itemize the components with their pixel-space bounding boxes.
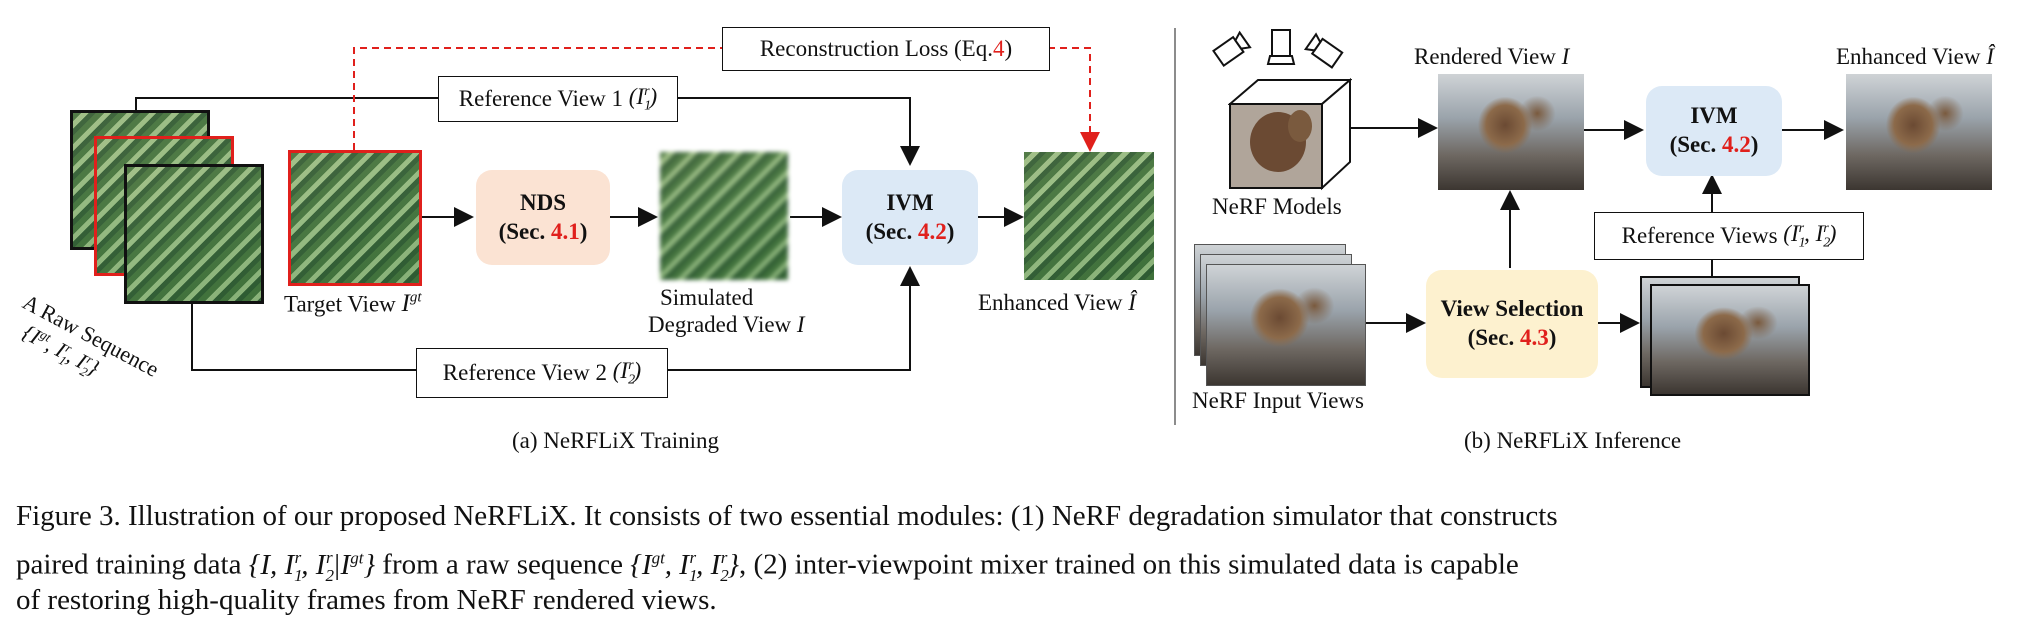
selected-ref-front — [1650, 284, 1810, 396]
reference-view-2-box: Reference View 2 (I2r) — [416, 348, 668, 398]
degraded-view-label-1: Simulated — [660, 285, 754, 310]
camera-icon — [1266, 29, 1296, 65]
reconstruction-loss-label: Reconstruction Loss (Eq. — [759, 36, 993, 61]
nerf-model-cube — [1228, 77, 1352, 191]
enhanced-view-image — [1024, 152, 1154, 280]
nds-module: NDS (Sec. 4.1) — [476, 170, 610, 265]
reference-views-label: Reference Views — [1621, 223, 1778, 248]
panel-b-caption: (b) NeRFLiX Inference — [1464, 428, 1682, 453]
figure-caption-line-2: paired training data {I, I1r, I2r|Igt} f… — [16, 548, 1519, 585]
ivm-title: IVM — [886, 189, 934, 215]
reconstruction-loss-eq: 4 — [992, 36, 1005, 61]
nerf-models-label: NeRF Models — [1212, 194, 1342, 219]
reference-view-2-label: Reference View 2 — [442, 360, 608, 385]
loss-path — [353, 47, 1090, 150]
degraded-view-label-2: Degraded View I — [648, 312, 805, 337]
ivm-section: (Sec. 4.2) — [865, 218, 955, 244]
reconstruction-loss-box: Reconstruction Loss (Eq.4) — [722, 27, 1050, 71]
reference-view-1-box: Reference View 1 (I1r) — [438, 76, 678, 122]
rendered-view-label: Rendered View I — [1414, 44, 1570, 69]
raw-sequence-frame-front — [124, 164, 264, 304]
target-view-image — [288, 150, 422, 286]
view-selection-module: View Selection (Sec. 4.3) — [1426, 270, 1598, 378]
degraded-view-image — [660, 152, 788, 280]
view-selection-section: (Sec. 4.3) — [1467, 325, 1557, 350]
figure-caption-line-3: of restoring high-quality frames from Ne… — [16, 584, 717, 616]
nerf-input-views-label: NeRF Input Views — [1192, 388, 1364, 413]
rendered-view-image — [1438, 74, 1584, 190]
ivm-title: IVM — [1690, 103, 1738, 129]
camera-icons — [1212, 29, 1344, 69]
ivm-module-training: IVM (Sec. 4.2) — [842, 170, 978, 265]
ivm-module-inference: IVM (Sec. 4.2) — [1646, 86, 1782, 176]
camera-icon — [1212, 30, 1252, 68]
target-view-label: Target View Igt — [284, 290, 422, 318]
figure-caption-line-1: Figure 3. Illustration of our proposed N… — [16, 500, 1558, 532]
nds-title: NDS — [519, 189, 566, 215]
camera-icon — [1303, 32, 1344, 69]
enhanced-view-b-image — [1846, 74, 1992, 190]
reference-view-1-label: Reference View 1 — [458, 86, 624, 111]
input-view-front — [1206, 264, 1366, 386]
enhanced-view-label: Enhanced View Î — [978, 290, 1136, 315]
ivm-section: (Sec. 4.2) — [1669, 132, 1759, 157]
enhanced-view-b-label: Enhanced View Î — [1836, 44, 1994, 69]
reference-views-box: Reference Views (I1r, I2r) — [1594, 212, 1864, 260]
view-selection-title: View Selection — [1440, 296, 1584, 322]
nds-section: (Sec. 4.1) — [498, 218, 588, 244]
panel-a-caption: (a) NeRFLiX Training — [512, 428, 719, 453]
